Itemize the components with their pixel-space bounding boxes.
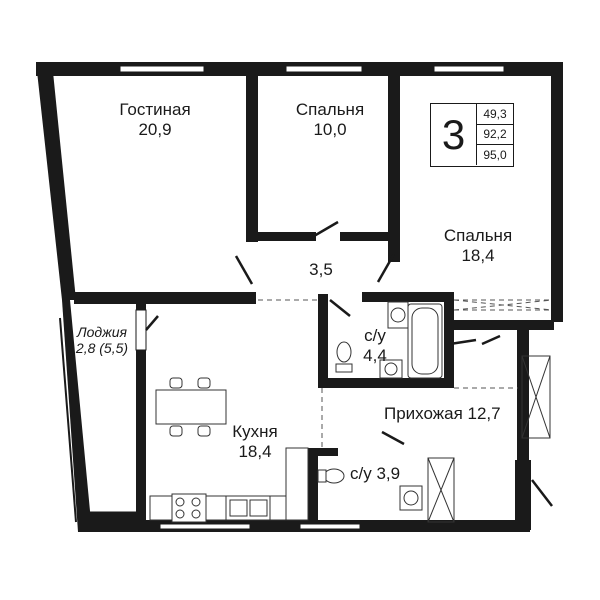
area-total-with-loggia: 95,0 xyxy=(483,147,507,162)
loggia-label: Лоджия 2,8 (5,5) xyxy=(72,324,132,356)
area-living: 49,3 xyxy=(477,104,513,125)
dashed-boundaries xyxy=(258,299,553,448)
bath-lower-label: с/у 3,9 xyxy=(350,464,401,483)
hall-area: 12,7 xyxy=(467,404,501,423)
hall-label: Прихожая 12,7 xyxy=(384,404,504,424)
loggia-name: Лоджия xyxy=(76,324,128,340)
bath-upper-area: 4,4 xyxy=(363,345,387,365)
living-room-label: Гостиная 20,9 xyxy=(100,100,210,139)
lower-bath-fixtures xyxy=(317,468,423,511)
bath-upper-label: с/у 4,4 xyxy=(350,326,400,365)
bedroom-large-name: Спальня xyxy=(443,226,513,245)
rooms-count: 3 xyxy=(431,104,477,165)
living-room-name: Гостиная xyxy=(119,100,191,119)
kitchen-area: 18,4 xyxy=(238,441,272,461)
upper-bath-fixtures xyxy=(335,301,443,379)
walls xyxy=(36,62,563,532)
apartment-summary-box: 3 49,3 92,2 95,0 xyxy=(430,103,514,167)
bath-upper-name: с/у xyxy=(364,326,386,345)
bedroom-small-name: Спальня xyxy=(295,100,365,119)
bedroom-large-label: Спальня 18,4 xyxy=(430,226,526,265)
bedroom-small-label: Спальня 10,0 xyxy=(280,100,380,139)
windows xyxy=(119,65,505,530)
hall-name: Прихожая xyxy=(384,404,463,423)
bedroom-large-area: 18,4 xyxy=(461,245,495,265)
bedroom-small-area: 10,0 xyxy=(313,119,347,139)
kitchen-label: Кухня 18,4 xyxy=(220,422,290,461)
kitchen-furniture xyxy=(149,377,309,523)
wardrobe xyxy=(427,355,551,523)
kitchen-name: Кухня xyxy=(232,422,278,441)
area-total: 92,2 xyxy=(477,124,513,145)
loggia-area: 2,8 (5,5) xyxy=(75,340,129,357)
living-room-area: 20,9 xyxy=(138,119,172,139)
loggia-glazing xyxy=(59,309,147,523)
doors xyxy=(145,220,553,507)
corridor-area: 3,5 xyxy=(309,260,333,279)
